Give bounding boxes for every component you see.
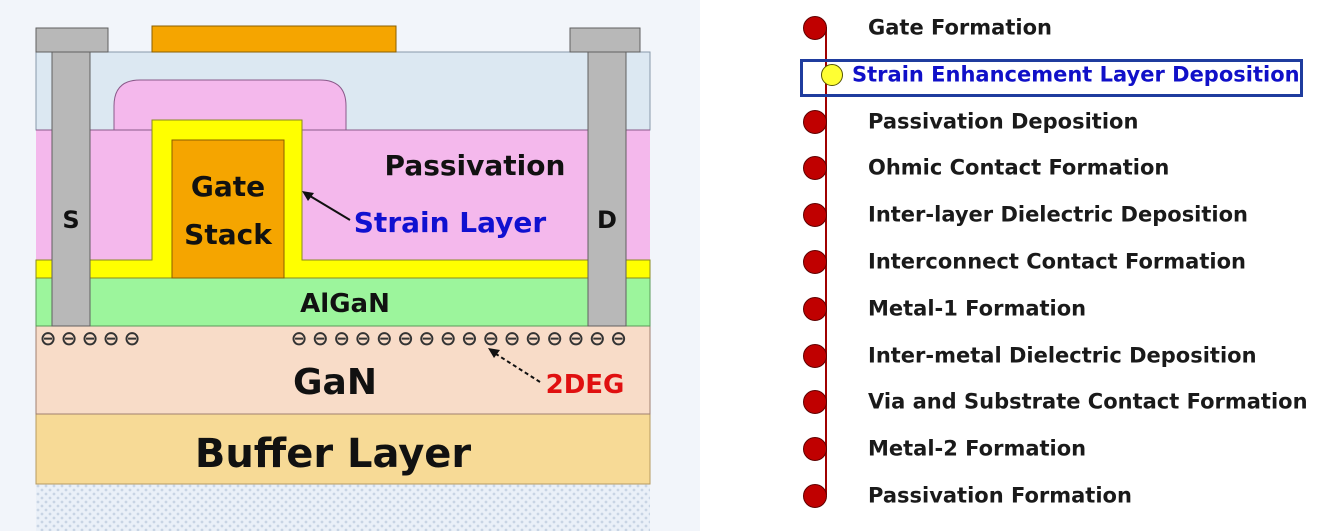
highlighted-step-marker	[821, 63, 843, 86]
step-marker	[803, 296, 827, 321]
electron-symbol: ⊖	[312, 326, 329, 350]
electron-symbol: ⊖	[82, 326, 99, 350]
electron-symbol: ⊖	[291, 326, 308, 350]
algan-label: AlGaN	[300, 289, 390, 319]
electron-symbol: ⊖	[504, 326, 521, 350]
electron-symbol: ⊖	[40, 326, 57, 350]
buffer-layer	[35, 413, 651, 485]
step-marker	[803, 250, 827, 274]
step-label: Via and Substrate Contact Formation	[868, 389, 1308, 414]
highlighted-step-label: Strain Enhancement Layer Deposition	[852, 62, 1300, 87]
source-pad	[35, 27, 109, 53]
drain-pad	[569, 27, 641, 53]
electron-symbol: ⊖	[103, 326, 120, 350]
electron-symbol: ⊖	[418, 326, 435, 350]
electron-symbol: ⊖	[461, 326, 478, 350]
electron-symbol: ⊖	[525, 326, 542, 350]
step-marker	[803, 16, 827, 40]
passivation-label: Passivation	[385, 149, 566, 182]
electron-symbol: ⊖	[589, 326, 606, 350]
step-label: Gate Formation	[868, 15, 1052, 40]
strain-pointer-arrow	[309, 195, 351, 221]
step-label: Ohmic Contact Formation	[868, 155, 1170, 180]
electron-symbol: ⊖	[482, 326, 499, 350]
passivation-bump	[113, 79, 347, 131]
step-marker	[803, 203, 827, 228]
electron-symbol: ⊖	[124, 326, 141, 350]
step-marker	[803, 484, 827, 508]
step-marker	[803, 437, 827, 462]
gate-label-line2: Stack	[184, 218, 273, 251]
substrate-layer	[36, 484, 650, 531]
two-deg-electrons: ⊖⊖⊖⊖⊖⊖⊖⊖⊖⊖⊖⊖⊖⊖⊖⊖⊖⊖⊖⊖⊖	[40, 326, 627, 350]
step-label: Metal-1 Formation	[868, 296, 1087, 321]
strain-layer-label: Strain Layer	[354, 206, 547, 239]
step-label: Interconnect Contact Formation	[868, 249, 1246, 274]
step-marker	[803, 109, 827, 134]
step-label: Metal-2 Formation	[868, 436, 1087, 461]
electron-symbol: ⊖	[61, 326, 78, 350]
step-marker	[803, 156, 827, 181]
electron-symbol: ⊖	[397, 326, 414, 350]
hemt-cross-section: S D Gate Stack Passivation Strain Layer …	[0, 0, 700, 531]
step-label: Inter-layer Dielectric Deposition	[868, 202, 1248, 227]
electron-symbol: ⊖	[333, 326, 350, 350]
electron-symbol: ⊖	[610, 326, 627, 350]
step-label: Passivation Deposition	[868, 109, 1139, 134]
drain-contact	[587, 51, 627, 327]
electron-symbol: ⊖	[568, 326, 585, 350]
step-label: Passivation Formation	[868, 483, 1132, 508]
buffer-layer-label: Buffer Layer	[195, 431, 472, 477]
gate-label-line1: Gate	[191, 170, 265, 203]
electron-symbol: ⊖	[376, 326, 393, 350]
source-label: S	[62, 206, 79, 234]
gan-label: GaN	[293, 362, 377, 403]
gate-pad	[151, 25, 397, 53]
electron-symbol: ⊖	[546, 326, 563, 350]
two-deg-pointer-arrow	[495, 353, 541, 383]
passivation-layer	[36, 130, 650, 260]
step-marker	[803, 390, 827, 415]
algan-layer	[35, 277, 651, 327]
step-marker	[803, 343, 827, 368]
step-label: Inter-metal Dielectric Deposition	[868, 343, 1257, 368]
highlight-box	[800, 59, 1303, 97]
source-contact	[51, 51, 91, 327]
gate-stack	[171, 139, 285, 279]
two-deg-label: 2DEG	[546, 370, 625, 400]
electron-symbol: ⊖	[355, 326, 372, 350]
electron-symbol: ⊖	[440, 326, 457, 350]
drain-label: D	[597, 206, 617, 234]
